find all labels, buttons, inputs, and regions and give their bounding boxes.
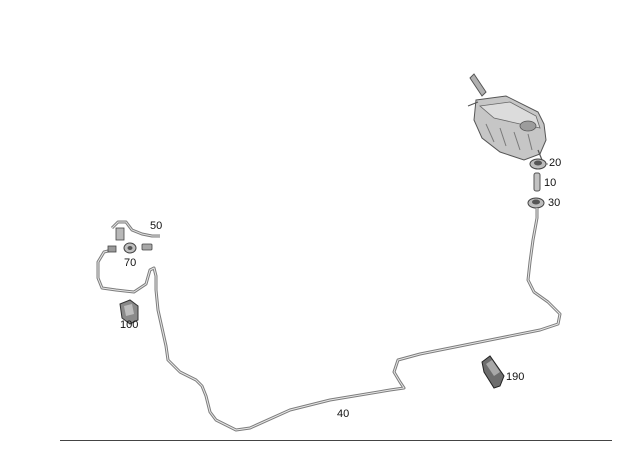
reservoir-tank [467,73,547,161]
callout-20: 20 [549,157,562,169]
part-190-module [481,355,505,389]
part-40-hose [96,208,562,432]
callout-100: 100 [120,319,139,331]
footer-rule [60,440,612,441]
part-10-pipe [533,172,541,192]
callout-10: 10 [544,177,557,189]
callout-40: 40 [337,408,350,420]
part-100-connector [119,299,139,325]
callout-70: 70 [124,257,137,269]
part-30-clamp [527,197,545,209]
part-20-clamp [529,158,547,170]
callout-30: 30 [548,197,561,209]
callout-50: 50 [150,220,163,232]
part-50-bracket [110,220,160,251]
callout-190: 190 [506,371,525,383]
part-70-clip [123,242,137,254]
